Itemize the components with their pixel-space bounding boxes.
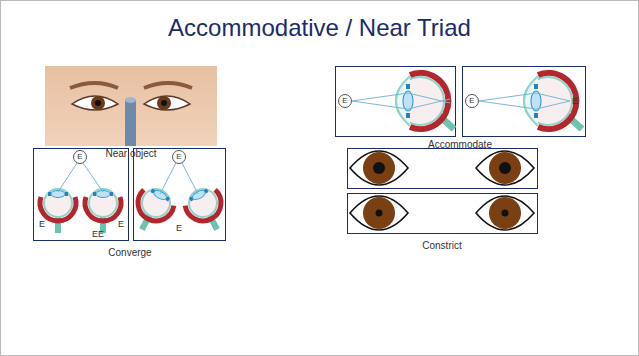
object-letter: E xyxy=(469,97,474,105)
caption: Accommodate xyxy=(428,139,492,150)
caption: Converge xyxy=(108,247,151,258)
retina-image: E xyxy=(118,219,124,229)
retina-image: E xyxy=(176,223,182,233)
object-circle: E xyxy=(465,94,479,108)
retina-image: EE xyxy=(92,229,104,239)
object-circle: E xyxy=(73,150,87,164)
retina-image: E xyxy=(39,219,45,229)
object-letter: E xyxy=(176,153,181,161)
object-letter: E xyxy=(77,153,82,161)
object-letter: E xyxy=(342,97,347,105)
caption: Constrict xyxy=(422,240,461,251)
object-circle: E xyxy=(172,150,186,164)
caption: Near object xyxy=(105,148,156,159)
slide-title: Accommodative / Near Triad xyxy=(0,14,639,42)
object-circle: E xyxy=(338,94,352,108)
retina-image: E xyxy=(572,96,578,106)
